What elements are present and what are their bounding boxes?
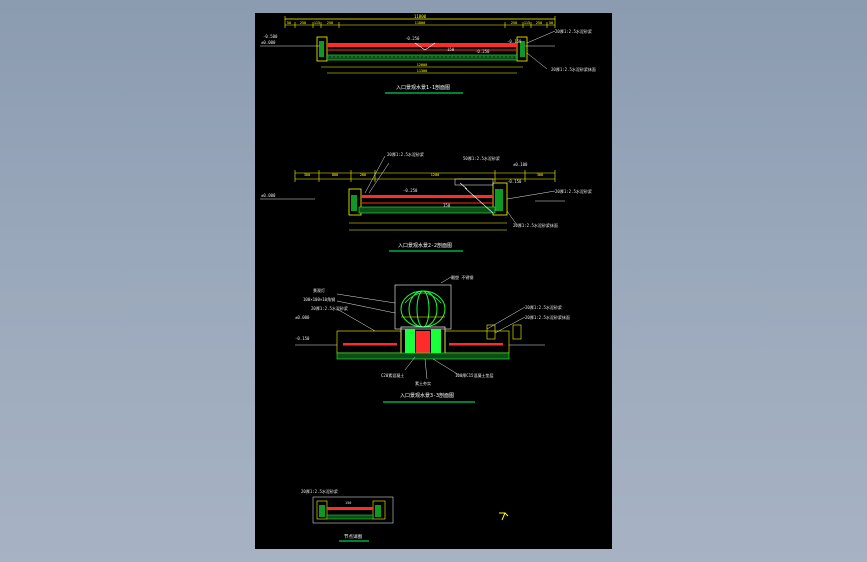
section2-dim-top: 300 [304, 173, 310, 177]
section3-note-bottom-3: 素土夯实 [415, 380, 431, 386]
section1-dim-top: 250 [327, 21, 333, 25]
section1-note-right-1: 20厚1:2.5水泥砂浆 [555, 28, 592, 34]
section1-dim-top: 250 [536, 21, 542, 25]
section-detail: 20厚1:2.5水泥砂浆 150 节点详图 [301, 488, 394, 542]
section2-elev-right: -0.150 [507, 179, 522, 184]
cad-drawing: 11800 50 250 115 250 11800 250 115 250 5… [260, 14, 596, 542]
section2-dim-top: 200 [360, 173, 366, 177]
section1-dim-top: 11800 [415, 21, 426, 25]
section2-note-right-2: 20厚1:2.5水泥砂浆抹面 [513, 222, 558, 228]
section3-note-left-2: 100×100×10角钢 [303, 296, 335, 302]
section3-note-left-4: ±0.000 [295, 315, 310, 320]
section1-label-mid: 150 [447, 47, 455, 52]
section3-note-top-right: 雕塑 不锈钢 [451, 274, 473, 280]
section1-elev-left: ±0.000 [261, 40, 276, 45]
section1-elev-left2: -0.500 [263, 34, 278, 39]
section1-title: 入口景观水景1-1剖面图 [396, 84, 450, 91]
section1-dim-top: 250 [300, 21, 306, 25]
section2-note-top-1: 20厚1:2.5水泥砂浆 [387, 151, 424, 157]
section3-note-left-3: 20厚1:2.5水泥砂浆 [311, 305, 348, 311]
section1-dim-top: 115 [314, 21, 320, 25]
section-3-3: 景观灯 100×100×10角钢 20厚1:2.5水泥砂浆 ±0.000 -0.… [295, 274, 570, 403]
section-2-2: 300 800 200 1200 300 20厚1:2.5水泥砂浆 50厚1:2… [260, 151, 592, 252]
section1-elev-right: -0.150 [507, 39, 522, 44]
section3-note-bottom-2: 100厚C15混凝土垫层 [455, 372, 493, 378]
ucs-icon [499, 512, 509, 521]
section2-note-top-2: 50厚1:2.5水泥砂浆 [463, 155, 500, 161]
section3-note-right-1: 20厚1:2.5水泥砂浆 [525, 304, 562, 310]
section-1-1: 11800 50 250 115 250 11800 250 115 250 5… [260, 14, 596, 94]
section1-elev-water-left: -0.250 [405, 36, 420, 41]
sculpture [394, 284, 452, 330]
section3-elev-left: -0.150 [295, 336, 310, 341]
section1-dim-total: 11800 [414, 14, 427, 19]
section2-dim-top: 1200 [431, 173, 439, 177]
section4-title: 节点详图 [344, 533, 362, 540]
section1-elev-water-right: -0.250 [475, 49, 490, 54]
section2-note-mid: 150 [443, 203, 451, 208]
section3-title: 入口景观水景3-3剖面图 [400, 392, 454, 399]
section1-dim-bottom2: 11300 [417, 69, 428, 73]
section1-dim-top: 115 [524, 21, 530, 25]
section2-title: 入口景观水景2-2剖面图 [398, 242, 452, 249]
section3-note-right-2: 20厚1:2.5水泥砂浆抹面 [525, 314, 570, 320]
section4-note-1: 20厚1:2.5水泥砂浆 [301, 488, 338, 494]
drawing-sheet: 11800 50 250 115 250 11800 250 115 250 5… [255, 13, 612, 549]
section2-dim-top: 300 [537, 173, 543, 177]
section2-dim-top: 800 [332, 173, 338, 177]
section2-note-right-1: 20厚1:2.5水泥砂浆 [555, 188, 592, 194]
section2-elev-left: ±0.000 [261, 193, 276, 198]
section1-dim-top: 50 [287, 21, 291, 25]
section3-note-bottom-1: C20素混凝土 [381, 372, 404, 378]
section1-dim-top: 50 [549, 21, 553, 25]
section2-elev-mid: -0.250 [403, 188, 418, 193]
section1-dim-top: 250 [511, 21, 517, 25]
section3-note-left-1: 景观灯 [313, 287, 325, 293]
section4-note-2: 150 [345, 501, 351, 505]
section1-note-right-2: 20厚1:2.5水泥砂浆抹面 [551, 66, 596, 72]
section2-note-top-3: ±0.100 [513, 162, 528, 167]
section1-dim-bottom: 12000 [417, 63, 428, 67]
